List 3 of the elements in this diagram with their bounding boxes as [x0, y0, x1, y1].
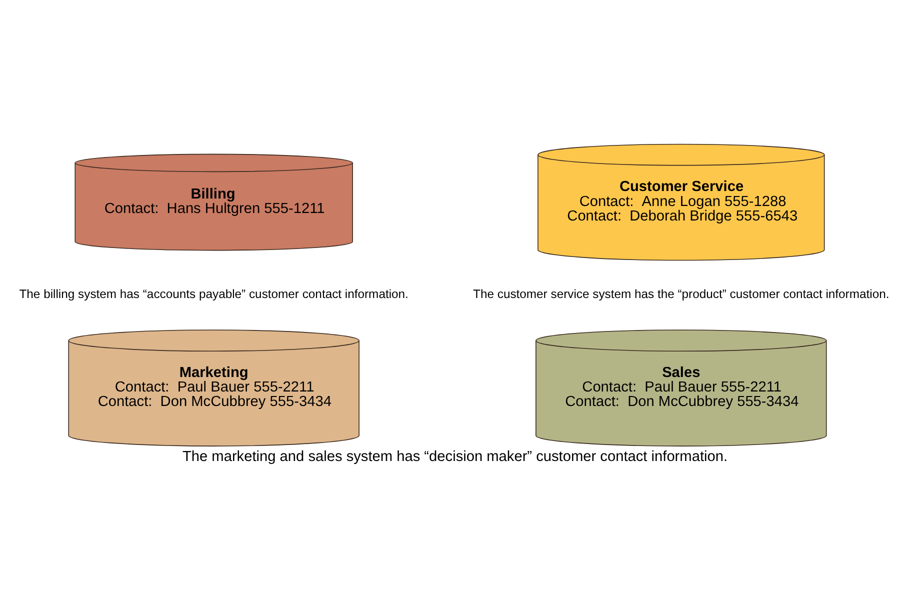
caption: The marketing and sales system has “decision maker” customer contact information.: [182, 448, 728, 465]
node-label: The customer service system has the “product” customer contact information.: [473, 286, 890, 301]
node-label: The billing system has “accounts payable” customer contact information.: [19, 286, 408, 301]
